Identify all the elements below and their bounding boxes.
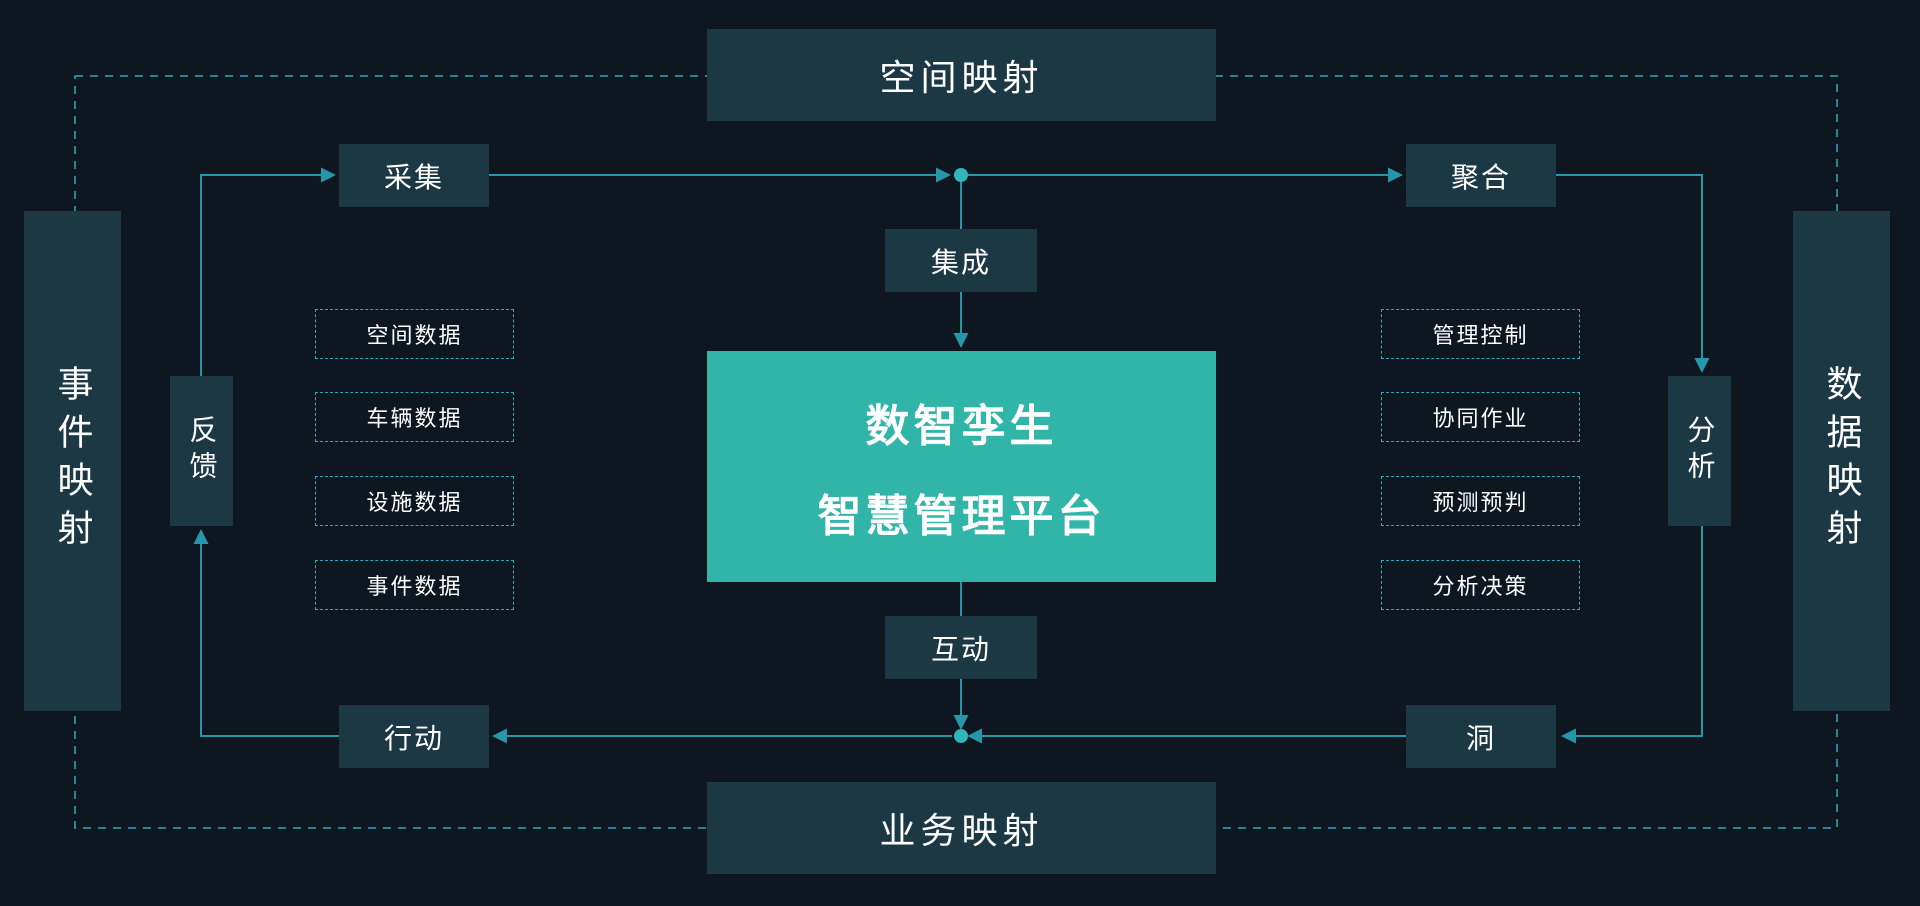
node-aggregate: 聚合 [1406, 144, 1556, 207]
node-collect-label: 采集 [383, 161, 444, 193]
mapping-business-label: 业务映射 [879, 810, 1044, 851]
edge-aggregate-to-analysis [1556, 174, 1710, 373]
platform-box: 数智孪生 智慧管理平台 [707, 351, 1216, 582]
right-item-collaboration: 协同作业 [1381, 392, 1580, 442]
left-item-vehicle-data: 车辆数据 [315, 392, 514, 442]
left-item-event-data: 事件数据 [315, 560, 514, 610]
junction-dot-top [954, 168, 968, 182]
right-item-prediction: 预测预判 [1381, 476, 1580, 526]
left-item-space-data: 空间数据 [315, 309, 514, 359]
mapping-data: 数据映射 [1793, 211, 1890, 711]
mapping-business: 业务映射 [707, 782, 1216, 874]
junction-dot-bottom [954, 729, 968, 743]
platform-title-line1: 数智孪生 [865, 401, 1058, 451]
node-integrate-label: 集成 [930, 246, 991, 278]
mapping-space: 空间映射 [707, 29, 1216, 121]
node-collect: 采集 [339, 144, 489, 207]
mapping-event: 事件映射 [24, 211, 121, 711]
node-analysis-label: 分析 [1684, 415, 1716, 487]
node-interact: 互动 [885, 616, 1037, 679]
node-action: 行动 [339, 705, 489, 768]
right-item-analysis-decision: 分析决策 [1381, 560, 1580, 610]
node-analysis: 分析 [1668, 376, 1731, 526]
edge-action-to-feedback [193, 529, 339, 737]
mapping-data-label: 数据映射 [1821, 365, 1863, 557]
node-insight-label: 洞 [1465, 722, 1496, 754]
edge-feedback-to-collect [200, 167, 336, 376]
node-feedback: 反馈 [170, 376, 233, 526]
node-integrate: 集成 [885, 229, 1037, 292]
node-interact-label: 互动 [930, 633, 991, 665]
mapping-space-label: 空间映射 [879, 57, 1044, 98]
node-insight: 洞 [1406, 705, 1556, 768]
mapping-event-label: 事件映射 [52, 365, 94, 557]
edge-analysis-to-insight [1561, 526, 1703, 744]
node-aggregate-label: 聚合 [1450, 161, 1511, 193]
node-action-label: 行动 [383, 722, 444, 754]
left-item-facility-data: 设施数据 [315, 476, 514, 526]
node-feedback-label: 反馈 [186, 415, 218, 487]
platform-title-line2: 智慧管理平台 [817, 491, 1106, 541]
right-item-management-control: 管理控制 [1381, 309, 1580, 359]
